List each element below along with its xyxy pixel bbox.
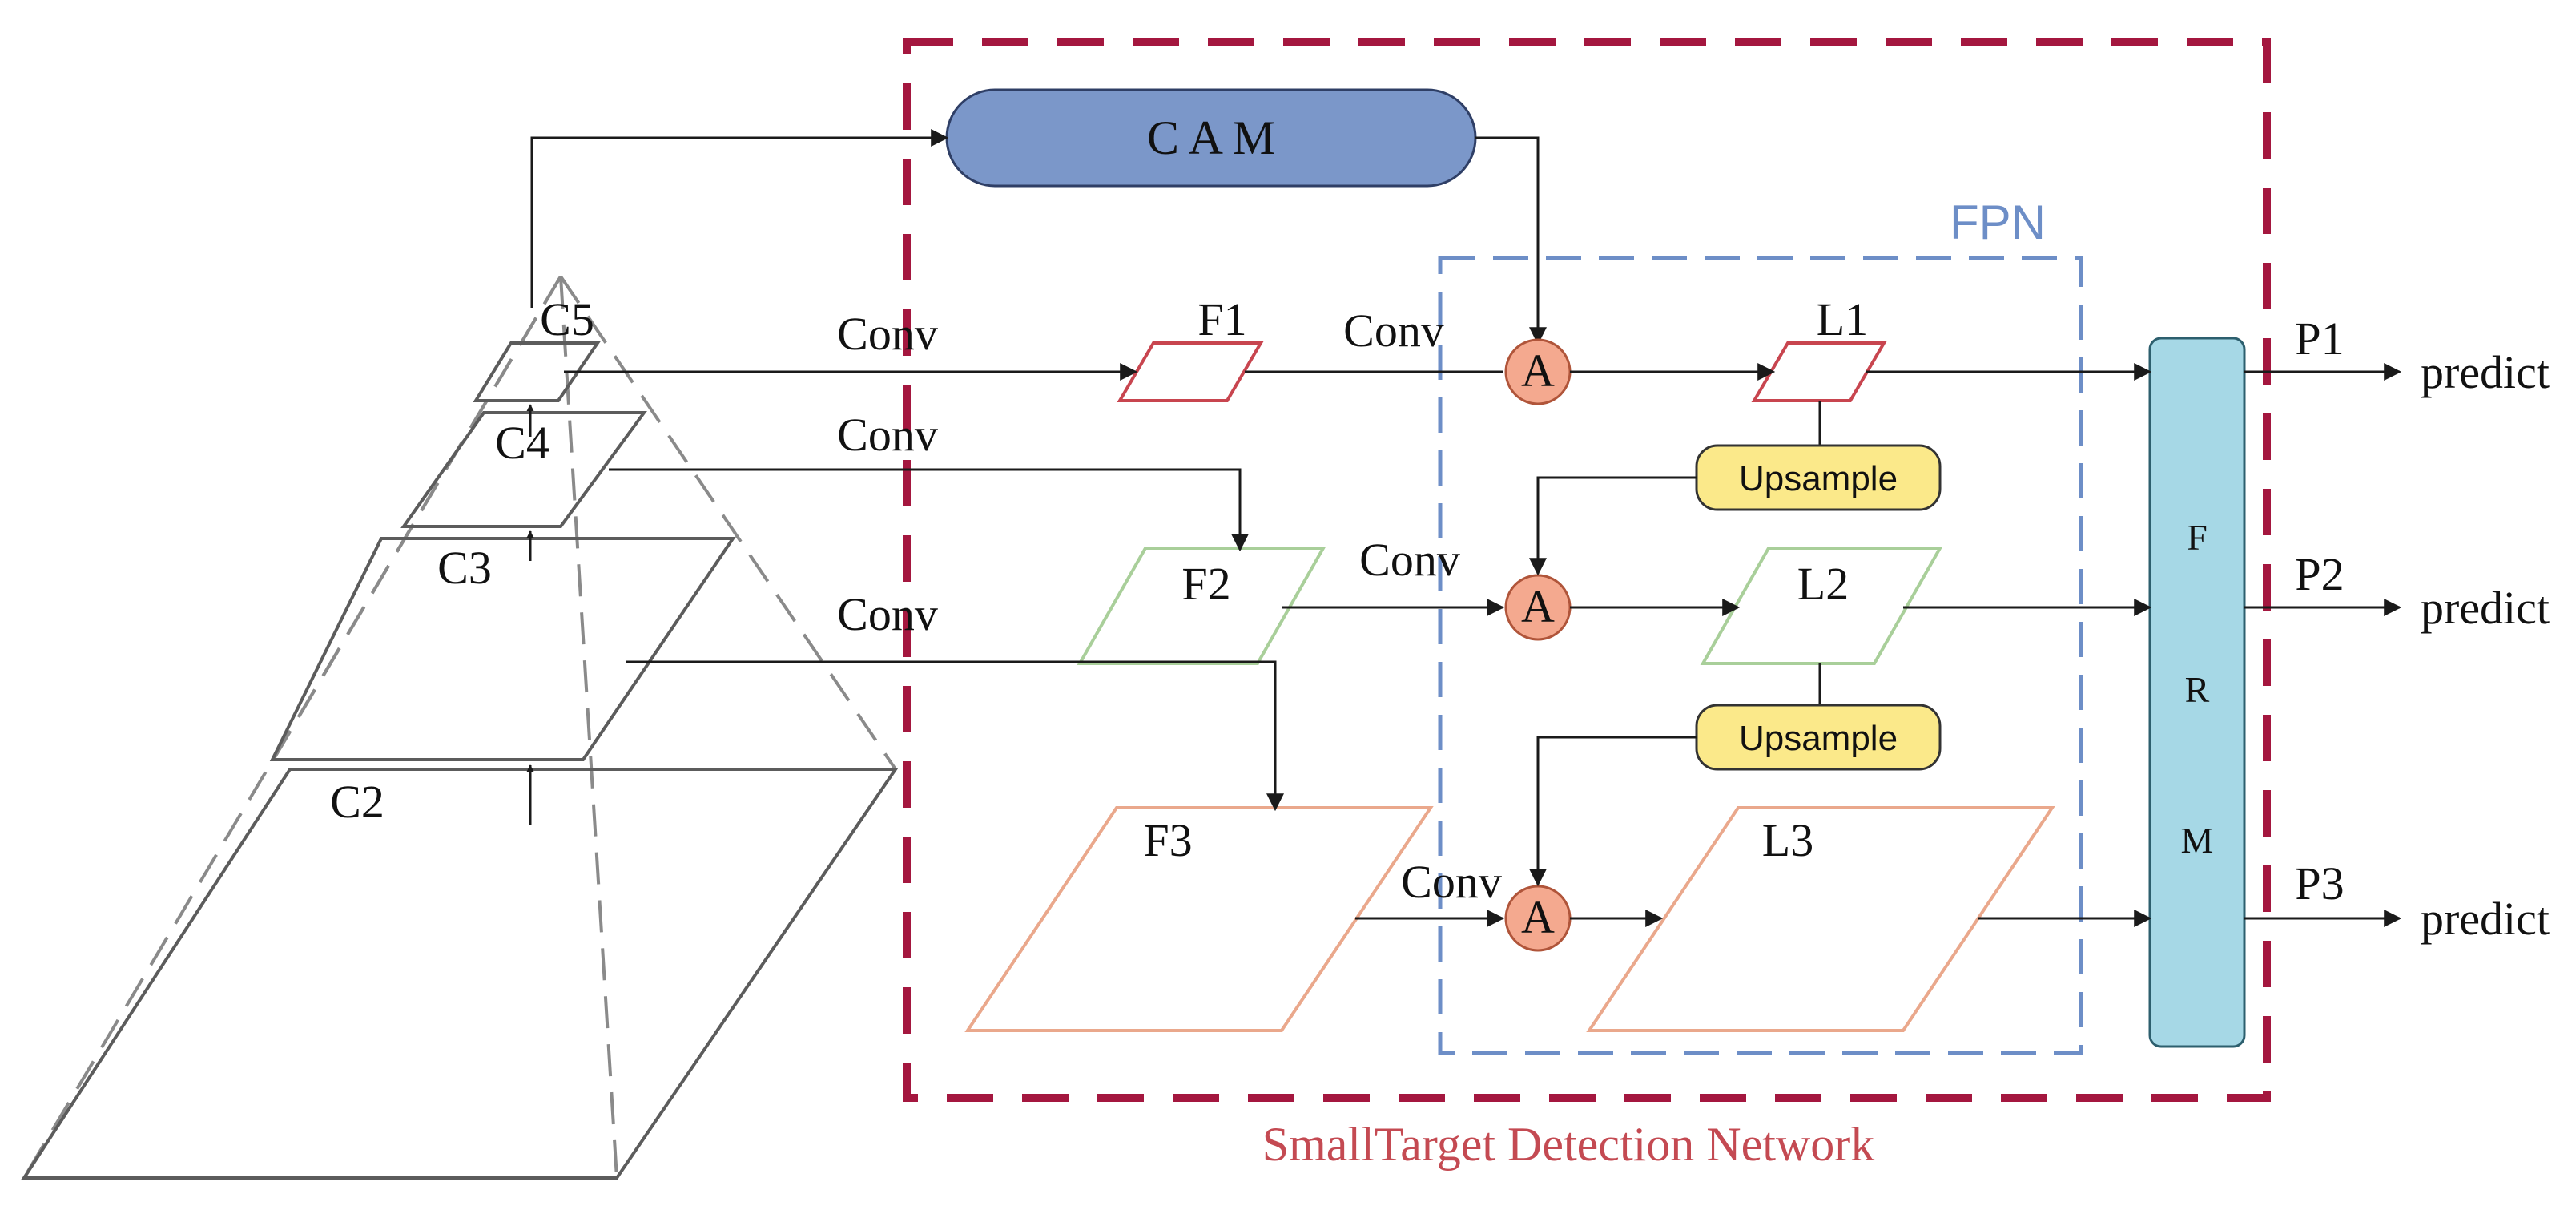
attention-node-1: A xyxy=(1504,338,1572,405)
feature-map-f2 xyxy=(1077,547,1326,665)
small-target-network-box xyxy=(903,38,2271,1102)
network-title: SmallTarget Detection Network xyxy=(1262,1118,1874,1171)
lateral-l1-label: L1 xyxy=(1817,293,1868,345)
layer-c5-plane xyxy=(473,341,601,402)
upsample-1-to-a2-arrow xyxy=(1529,476,1697,576)
output-p1-label: P1 xyxy=(2295,313,2344,365)
attention-node-2: A xyxy=(1504,574,1572,641)
output-p2-label: P2 xyxy=(2295,548,2344,600)
cam-label: C A M xyxy=(1147,111,1275,164)
lateral-map-l2 xyxy=(1700,547,1943,665)
attention-node-3: A xyxy=(1504,885,1572,952)
predict-label-2: predict xyxy=(2421,582,2550,634)
output-p3-label: P3 xyxy=(2295,857,2344,910)
conv-label-f3: Conv xyxy=(1401,856,1502,908)
predict-label-1: predict xyxy=(2421,346,2550,398)
svg-text:A: A xyxy=(1521,891,1555,943)
upsample-2-to-a3-arrow xyxy=(1529,736,1697,887)
layer-c4-plane xyxy=(400,411,647,528)
predict-label-3: predict xyxy=(2421,893,2550,945)
upsample-block-2: Upsample xyxy=(1695,704,1942,771)
svg-text:Upsample: Upsample xyxy=(1739,459,1898,498)
feature-map-f3 xyxy=(964,806,1434,1032)
level-c3-label: C3 xyxy=(437,542,492,594)
conv-label-c3: Conv xyxy=(837,588,938,640)
lateral-l3-label: L3 xyxy=(1762,814,1813,866)
level-c2-label: C2 xyxy=(330,776,384,828)
conv-label-c4: Conv xyxy=(837,409,938,461)
conv-label-f1: Conv xyxy=(1343,305,1444,357)
frm-letter-f: F xyxy=(2187,517,2208,558)
c5-to-cam-arrow xyxy=(530,129,949,308)
layer-c2-plane xyxy=(21,768,899,1180)
feature-f3-label: F3 xyxy=(1143,814,1192,866)
fpn-box xyxy=(1438,256,2083,1055)
lateral-l2-label: L2 xyxy=(1797,558,1849,610)
frm-letter-r: R xyxy=(2185,669,2210,710)
feature-f2-label: F2 xyxy=(1181,558,1230,610)
frm-module xyxy=(2148,337,2246,1048)
c4-to-f2-arrow xyxy=(609,468,1249,552)
svg-text:A: A xyxy=(1521,580,1555,632)
feature-f1-label: F1 xyxy=(1197,293,1246,345)
backbone-pyramid xyxy=(21,275,899,1180)
lateral-map-l1 xyxy=(1751,341,1887,402)
level-c4-label: C4 xyxy=(495,417,549,469)
fpn-label: FPN xyxy=(1950,196,2046,249)
level-c5-label: C5 xyxy=(540,293,594,345)
upsample-block-1: Upsample xyxy=(1695,444,1942,511)
c3-to-f3-arrow xyxy=(626,660,1284,812)
conv-label-f2: Conv xyxy=(1359,534,1460,586)
layer-c3-plane xyxy=(269,537,736,761)
svg-text:A: A xyxy=(1521,345,1555,397)
feature-map-f1 xyxy=(1117,341,1264,402)
conv-label-c5: Conv xyxy=(837,308,938,360)
cam-to-a1-arrow xyxy=(1475,136,1547,345)
lateral-map-l3 xyxy=(1586,806,2055,1032)
svg-text:Upsample: Upsample xyxy=(1739,719,1898,758)
frm-letter-m: M xyxy=(2181,820,2214,861)
